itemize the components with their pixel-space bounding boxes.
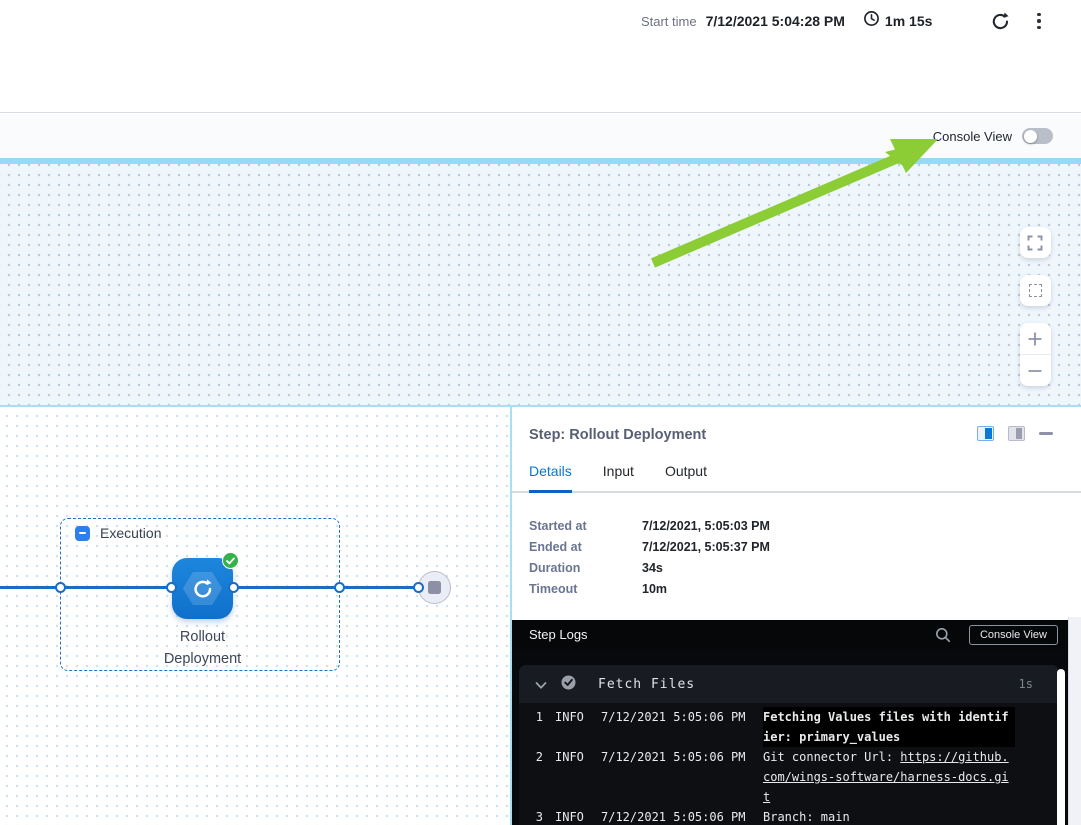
kebab-menu-button[interactable]: [1031, 11, 1047, 32]
top-bar: Start time 7/12/2021 5:04:28 PM 1m 15s: [0, 0, 1081, 113]
detail-row: Duration 34s: [529, 561, 770, 575]
pipeline-canvas-graph[interactable]: Execution Rollout Deployment: [0, 407, 510, 825]
detail-value: 10m: [642, 582, 668, 596]
detail-value: 7/12/2021, 5:05:37 PM: [642, 540, 770, 554]
log-scrollbar[interactable]: [1057, 669, 1065, 825]
start-time-value: 7/12/2021 5:04:28 PM: [705, 13, 845, 29]
details-list: Started at 7/12/2021, 5:05:03 PM Ended a…: [529, 519, 770, 603]
lower-workspace: Execution Rollout Deployment S: [0, 405, 1081, 825]
connector-port[interactable]: [55, 582, 66, 593]
toggle-knob-icon: [1023, 129, 1037, 143]
zoom-in-button[interactable]: [1019, 323, 1051, 354]
log-level: INFO: [555, 710, 584, 724]
detail-label: Ended at: [529, 540, 582, 554]
refresh-button[interactable]: [988, 9, 1013, 34]
console-view-toggle[interactable]: [1022, 128, 1053, 144]
log-entries: 1 INFO 7/12/2021 5:05:06 PM Fetching Val…: [519, 703, 1059, 825]
elapsed-time: 1m 15s: [884, 13, 933, 29]
log-search-button[interactable]: [933, 625, 953, 645]
step-node-label: Rollout Deployment: [163, 629, 242, 667]
log-entry: 2 INFO 7/12/2021 5:05:06 PM Git connecto…: [519, 747, 1059, 807]
log-link[interactable]: https://github.com/wings-software/harnes…: [763, 750, 1009, 804]
log-line-number: 2: [535, 750, 543, 764]
log-message: Branch: main: [763, 810, 850, 824]
marquee-select-button[interactable]: [1019, 275, 1051, 306]
plus-icon: [1028, 332, 1042, 345]
log-line-number: 1: [535, 710, 543, 724]
detail-label: Started at: [529, 519, 587, 533]
fullscreen-button[interactable]: [1019, 227, 1051, 258]
detail-row: Started at 7/12/2021, 5:05:03 PM: [529, 519, 770, 533]
execution-group-label: Execution: [100, 525, 162, 541]
log-entry: 1 INFO 7/12/2021 5:05:06 PM Fetching Val…: [519, 707, 1059, 747]
check-circle-icon: [561, 675, 576, 694]
step-details-panel: Step: Rollout Deployment Details Input O…: [510, 407, 1081, 825]
clock-icon: [863, 10, 880, 32]
detail-row: Ended at 7/12/2021, 5:05:37 PM: [529, 540, 770, 554]
start-time-label: Start time: [640, 13, 697, 29]
pipeline-canvas[interactable]: [0, 164, 1081, 405]
detail-label: Timeout: [529, 582, 578, 596]
step-node-rollout-deployment[interactable]: [172, 552, 239, 619]
toolbar: Console View: [0, 114, 1081, 158]
success-badge-icon: [222, 552, 239, 569]
connector-port[interactable]: [413, 582, 424, 593]
chevron-down-icon[interactable]: [535, 675, 547, 694]
panel-tabs: Details Input Output: [512, 463, 1081, 493]
log-area: Fetch Files 1s 1 INFO 7/12/2021 5:05:06 …: [512, 649, 1068, 825]
minus-icon: [1028, 369, 1042, 372]
connector-port[interactable]: [228, 582, 239, 593]
execution-group[interactable]: Execution: [60, 518, 340, 671]
log-entry: 3 INFO 7/12/2021 5:05:06 PM Branch: main: [519, 807, 1059, 825]
log-section-header[interactable]: Fetch Files 1s: [519, 665, 1059, 703]
log-level: INFO: [555, 810, 584, 824]
detail-label: Duration: [529, 561, 581, 575]
canvas-top-divider: [0, 158, 1081, 164]
window-scroll-gutter: [1068, 617, 1081, 825]
minimize-panel-button[interactable]: [1039, 432, 1053, 435]
connector-port[interactable]: [166, 582, 177, 593]
console-view-label: Console View: [932, 128, 1012, 144]
tab-details[interactable]: Details: [529, 463, 572, 493]
refresh-step-icon: [193, 578, 212, 597]
collapse-group-icon[interactable]: [75, 525, 90, 541]
tab-output[interactable]: Output: [664, 463, 707, 479]
search-icon: [935, 627, 951, 642]
console-view-button[interactable]: Console View: [968, 624, 1058, 645]
log-card: Fetch Files 1s 1 INFO 7/12/2021 5:05:06 …: [519, 665, 1059, 825]
marquee-icon: [1028, 284, 1042, 297]
split-view-right-active-icon[interactable]: [977, 426, 994, 441]
log-section-duration: 1s: [1018, 677, 1033, 691]
log-message-prefix: Git connector Url:: [763, 750, 901, 764]
panel-title: Step: Rollout Deployment: [529, 427, 707, 443]
detail-value: 34s: [642, 561, 663, 575]
step-logs-title: Step Logs: [529, 627, 588, 642]
log-section-name: Fetch Files: [598, 676, 696, 692]
tab-input[interactable]: Input: [602, 463, 634, 479]
log-level: INFO: [555, 750, 584, 764]
log-timestamp: 7/12/2021 5:05:06 PM: [601, 750, 746, 764]
log-line-number: 3: [535, 810, 543, 824]
fullscreen-icon: [1027, 235, 1043, 250]
log-message: Git connector Url: https://github.com/wi…: [763, 747, 1015, 807]
detail-value: 7/12/2021, 5:05:03 PM: [642, 519, 770, 533]
connector-port[interactable]: [334, 582, 345, 593]
zoom-out-button[interactable]: [1019, 355, 1051, 386]
step-logs-header: Step Logs Console View: [512, 620, 1068, 649]
log-message: Fetching Values files with identifier: p…: [763, 707, 1015, 747]
log-timestamp: 7/12/2021 5:05:06 PM: [601, 810, 746, 824]
stop-icon: [428, 581, 441, 594]
log-timestamp: 7/12/2021 5:05:06 PM: [601, 710, 746, 724]
hexagon-shape: [182, 571, 223, 606]
split-view-bottom-icon[interactable]: [1008, 426, 1025, 441]
detail-row: Timeout 10m: [529, 582, 770, 596]
